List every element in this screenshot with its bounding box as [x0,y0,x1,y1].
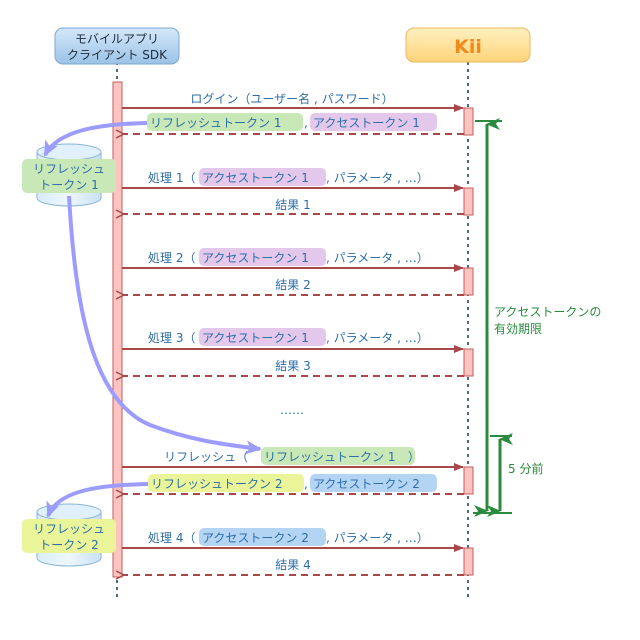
refresh-token-1-request-highlight [261,447,415,465]
result3-label: 結果 3 [275,359,310,373]
result4-label: 結果 4 [275,558,310,572]
storage-1-line1: リフレッシュ [33,162,105,176]
storage-1-label-bg [22,159,116,193]
result2-label: 結果 2 [275,278,310,292]
ellipsis-label: …… [280,403,304,417]
proc1-prefix: 処理 1（ [148,171,195,185]
kii-logo: Kii [454,36,482,58]
proc2-token: アクセストークン 1 [202,251,309,265]
server-activation-proc2 [463,267,474,296]
storage-1-line2: トークン 1 [39,178,98,192]
expiry-label-line2: 有効期限 [494,321,542,336]
use-token-1-flow-arrow [67,195,262,455]
refresh-label: リフレッシュ（ リフレッシュトークン 1 ） [164,447,420,465]
server-activation-proc4 [463,547,474,576]
refresh-prefix: リフレッシュ（ [164,450,248,464]
proc1-token-highlight [199,168,326,186]
server-activation-proc3 [463,348,474,377]
login-result-refresh-token: リフレッシュトークン 1 [150,116,281,130]
client-activation [112,81,123,578]
proc4-suffix: , パラメータ , …） [326,531,429,545]
proc3-label: 処理 3（ アクセストークン 1 , パラメータ , …） [148,328,429,346]
result1-label: 結果 1 [275,198,310,212]
server-activation-proc1 [463,187,474,216]
storage-2-label-bg [22,519,116,553]
proc2-prefix: 処理 2（ [148,251,195,265]
proc2-token-highlight [199,248,326,266]
proc4-prefix: 処理 4（ [148,531,195,545]
refresh-result-separator: , [304,477,308,491]
server-activation-login [463,107,474,136]
access-token-1-highlight [310,113,437,131]
refresh-result-access-token: アクセストークン 2 [313,477,420,491]
refresh-result-refresh-token: リフレッシュトークン 2 [151,477,282,491]
before-label: 5 分前 [508,461,543,476]
proc3-suffix: , パラメータ , …） [326,331,429,345]
client-label-line1: モバイルアプリ [75,32,159,46]
expiry-label-line1: アクセストークンの [494,305,601,319]
refresh-token: リフレッシュトークン 1 [264,450,395,464]
refresh-token-2-highlight [148,474,304,492]
proc4-token-highlight [199,528,326,546]
client-participant: モバイルアプリ クライアント SDK [54,27,180,65]
proc2-suffix: , パラメータ , …） [326,251,429,265]
server-participant: Kii [405,27,531,63]
proc3-token-highlight [199,328,326,346]
proc4-token: アクセストークン 2 [202,531,309,545]
proc3-prefix: 処理 3（ [148,331,195,345]
proc1-suffix: , パラメータ , …） [326,171,429,185]
storage-2-line1: リフレッシュ [33,522,105,536]
access-token-2-highlight [310,474,437,492]
proc2-label: 処理 2（ アクセストークン 1 , パラメータ , …） [148,248,429,266]
proc1-token: アクセストークン 1 [202,171,309,185]
store-token-2-flow-arrow [46,482,149,518]
proc1-label: 処理 1（ アクセストークン 1 , パラメータ , …） [148,168,429,186]
server-activation-refresh [463,466,474,495]
login-message-label: ログイン（ユーザー名 , パスワード） [190,91,393,106]
proc4-label: 処理 4（ アクセストークン 2 , パラメータ , …） [148,528,429,546]
storage-2-line2: トークン 2 [39,538,98,552]
refresh-token-1-highlight [147,113,303,131]
store-token-1-flow-arrow [43,121,148,157]
login-result-access-token: アクセストークン 1 [313,116,420,130]
refresh-suffix: ） [408,450,420,464]
proc3-token: アクセストークン 1 [202,331,309,345]
login-result-separator: , [304,116,308,130]
storage-cylinder-2: リフレッシュ トークン 2 [22,503,116,567]
client-label-line2: クライアント SDK [67,48,168,62]
